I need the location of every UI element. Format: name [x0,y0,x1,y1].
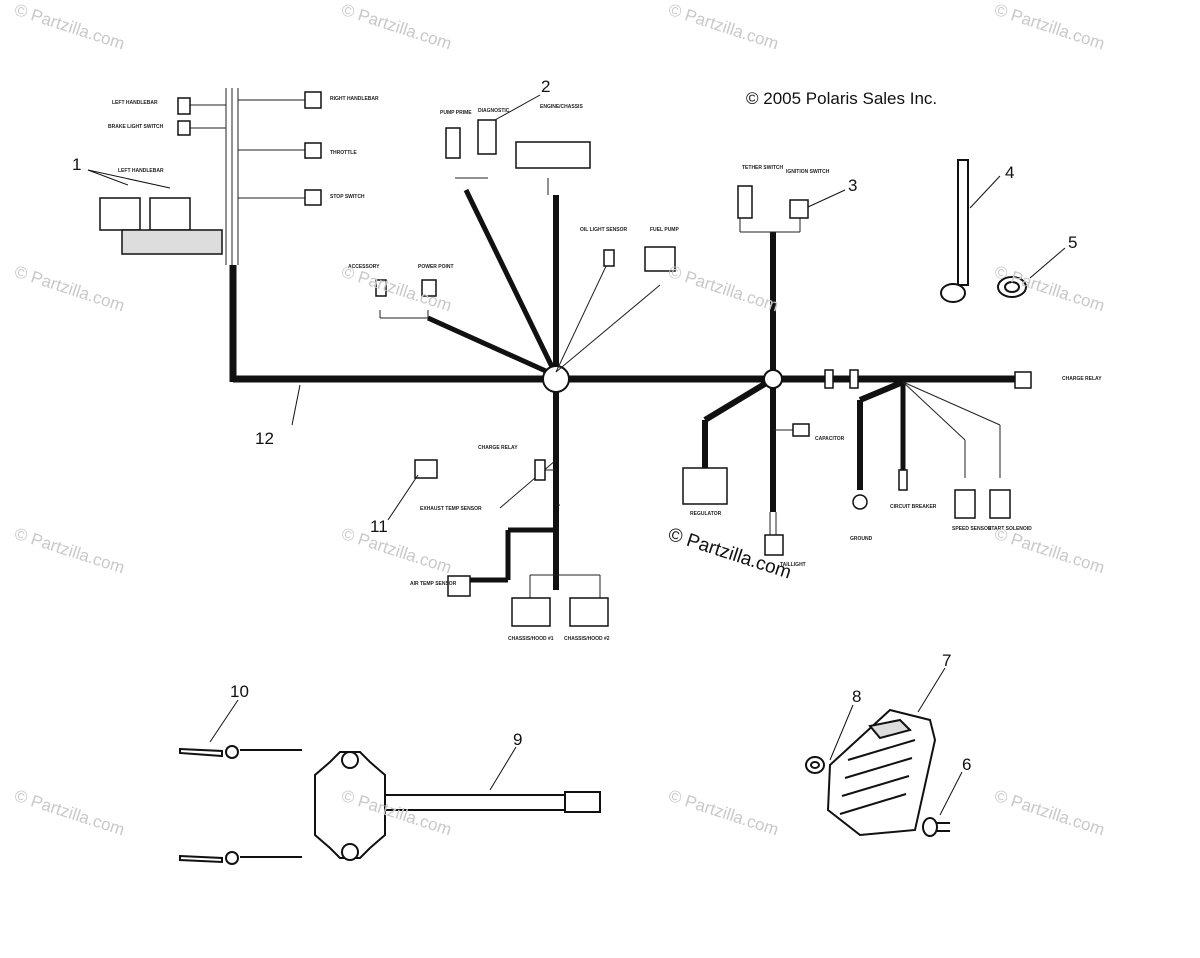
callout-12: 12 [255,429,274,448]
copyright-notice: © 2005 Polaris Sales Inc. [746,89,938,108]
callout-7: 7 [942,651,951,670]
label-charge-relay-right: CHARGE RELAY [1062,376,1102,382]
label-engine-chassis: ENGINE/CHASSIS [540,104,583,110]
label-tether-switch: TETHER SWITCH [742,165,783,171]
label-left-handlebar-top: LEFT HANDLEBAR [112,100,158,106]
label-circuit-breaker: CIRCUIT BREAKER [890,504,937,510]
component-labels: LEFT HANDLEBAR BRAKE LIGHT SWITCH RIGHT … [108,96,1102,642]
label-power-point: POWER POINT [418,264,454,270]
regulator-part [805,708,950,837]
label-accessory: ACCESSORY [348,264,380,270]
callout-6: 6 [962,755,971,774]
callout-11: 11 [370,517,388,536]
label-diagnostic: DIAGNOSTIC [478,108,510,114]
callout-10: 10 [230,682,249,701]
label-pump-prime: PUMP PRIME [440,110,472,116]
connectors [99,91,1032,627]
label-taillight: TAILLIGHT [780,562,806,568]
callout-9: 9 [513,730,522,749]
label-stop-switch: STOP SWITCH [330,194,365,200]
thin-wires [190,88,1001,598]
label-chassis-hood-2: CHASSIS/HOOD #2 [564,636,610,642]
label-throttle: THROTTLE [330,150,357,156]
label-regulator: REGULATOR [690,511,722,517]
label-speed-sensor: SPEED SENSOR [952,526,992,532]
callout-leaders [87,94,1066,816]
callout-8: 8 [852,687,861,706]
callout-numbers: 1 2 3 4 5 6 7 8 9 10 11 12 [72,77,1077,774]
label-air-temp-sensor: AIR TEMP SENSOR [410,581,457,587]
label-start-solenoid: START SOLENOID [988,526,1032,532]
label-charge-relay-left: CHARGE RELAY [478,445,518,451]
callout-4: 4 [1005,163,1014,182]
callout-2: 2 [541,77,550,96]
callout-3: 3 [848,176,857,195]
label-chassis-hood-1: CHASSIS/HOOD #1 [508,636,554,642]
label-fuel-pump: FUEL PUMP [650,227,679,233]
callout-1: 1 [72,155,81,174]
label-ground: GROUND [850,536,873,542]
main-harness [229,188,1015,590]
label-capacitor: CAPACITOR [815,436,845,442]
label-left-handlebar: LEFT HANDLEBAR [118,168,164,174]
cable-strap-part [940,159,1027,303]
label-exhaust-temp-sensor: EXHAUST TEMP SENSOR [420,506,482,512]
label-right-handlebar: RIGHT HANDLEBAR [330,96,379,102]
label-brake-light-switch: BRAKE LIGHT SWITCH [108,124,164,130]
label-ignition-switch: IGNITION SWITCH [786,169,830,175]
callout-5: 5 [1068,233,1077,252]
cdi-module-part [179,745,601,865]
label-oil-light-sensor: OIL LIGHT SENSOR [580,227,628,233]
